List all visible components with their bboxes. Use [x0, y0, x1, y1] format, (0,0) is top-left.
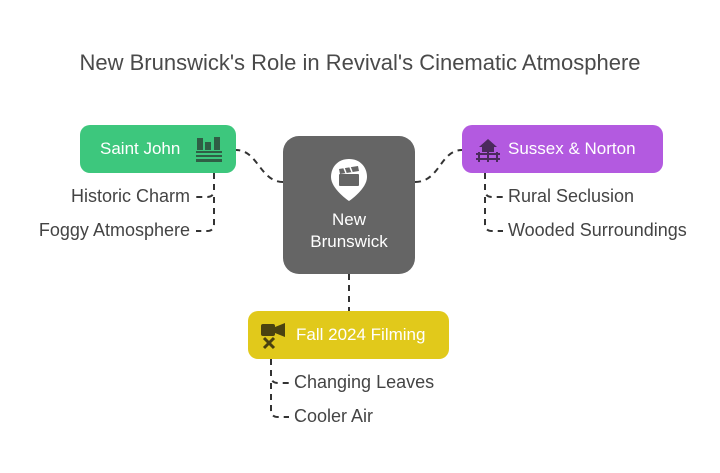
branch-label-sussex-norton: Sussex & Norton: [508, 139, 636, 158]
leaf-cooler-air: Cooler Air: [294, 406, 374, 426]
leaf-rural-seclusion: Rural Seclusion: [508, 186, 635, 206]
leaf-foggy-atmosphere: Foggy Atmosphere: [38, 220, 190, 240]
film-camera-icon: [258, 320, 288, 350]
branch-label-saint-john: Saint John: [100, 139, 181, 158]
center-label-line2: Brunswick: [310, 232, 388, 251]
diagram-title: New Brunswick's Role in Revival's Cinema…: [79, 50, 641, 75]
connector-cooler-air: [270, 383, 289, 418]
connector-historic-charm: [196, 173, 215, 198]
map-pin-clapperboard-icon: [329, 157, 369, 203]
city-icon: [194, 134, 224, 164]
branch-sussex-norton: Sussex & Norton: [462, 125, 663, 173]
center-label-line1: New: [331, 210, 366, 229]
center-node-new-brunswick: New Brunswick: [283, 136, 415, 274]
connector-changing-leaves: [270, 359, 289, 384]
branch-fall-filming: Fall 2024 Filming: [248, 311, 449, 359]
connector-rural-seclusion: [484, 173, 503, 198]
connector-wooded: [484, 197, 503, 232]
leaf-historic-charm: Historic Charm: [70, 186, 190, 206]
connector-foggy-atmosphere: [196, 197, 215, 232]
connector-sussex: [414, 149, 463, 183]
leaf-changing-leaves: Changing Leaves: [294, 372, 435, 392]
farmhouse-fence-icon: [474, 135, 502, 163]
leaf-wooded-surroundings: Wooded Surroundings: [508, 220, 687, 240]
connector-saint-john: [235, 149, 284, 183]
branch-label-fall-filming: Fall 2024 Filming: [296, 325, 426, 344]
branch-saint-john: Saint John: [80, 125, 236, 173]
